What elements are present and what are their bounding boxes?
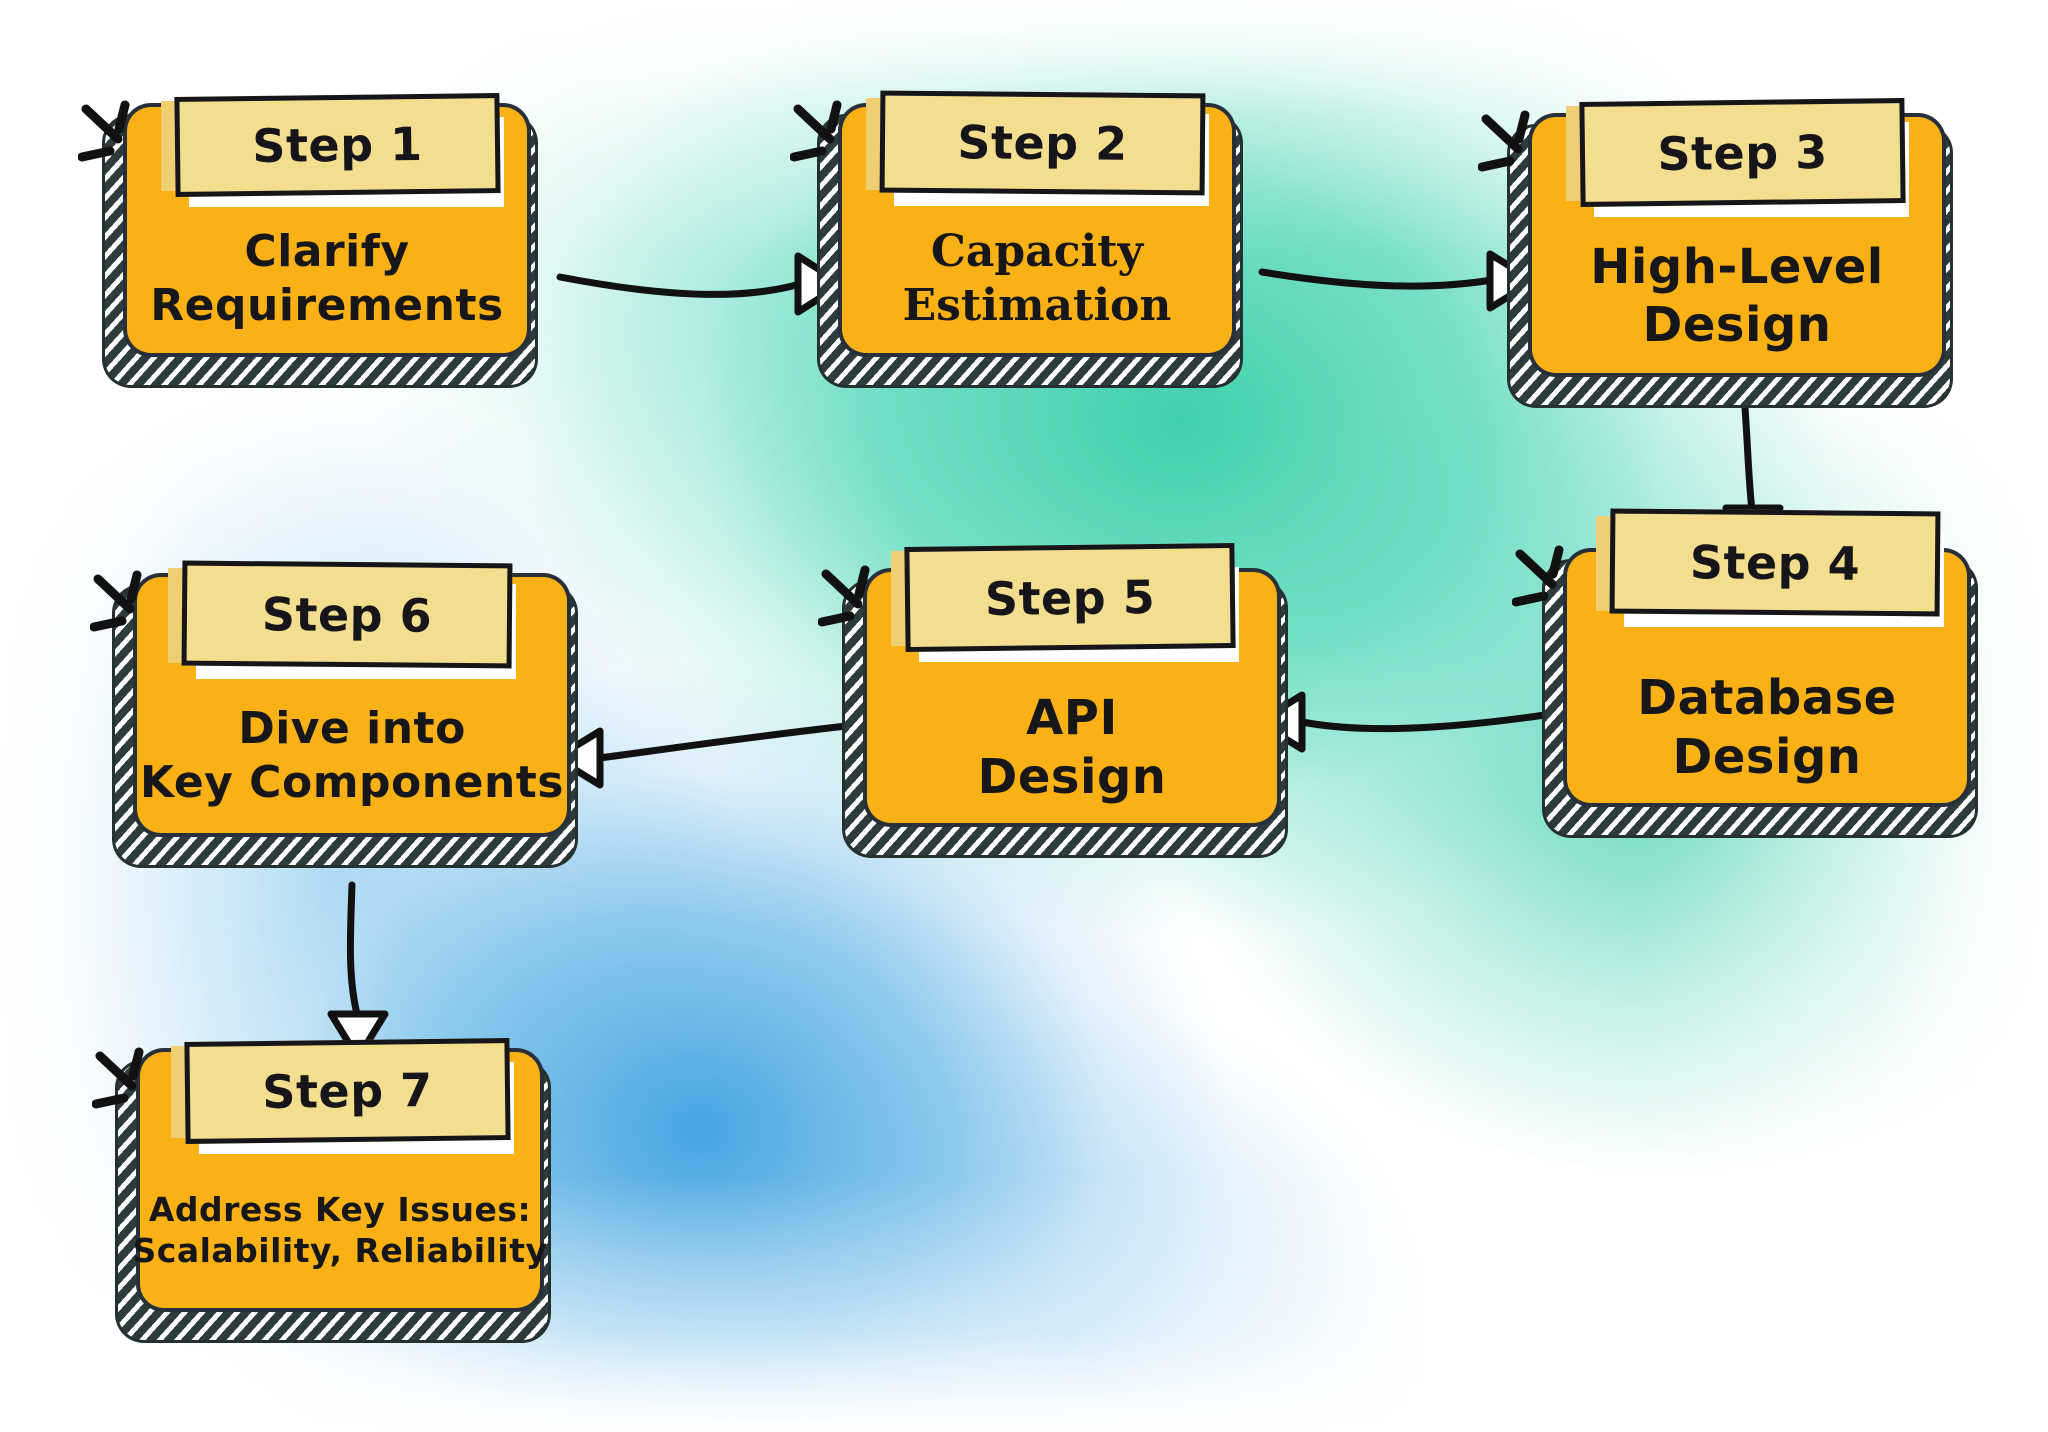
card-body-line: Design [1642, 297, 1832, 354]
card-body-line: Requirements [150, 280, 504, 332]
card-body-line: Design [977, 748, 1167, 805]
card-tab-label: Step 6 [261, 586, 433, 643]
edge-step1-step2 [556, 273, 804, 298]
edge-step6-step7 [346, 881, 362, 1022]
card-tab-step5[interactable]: Step 5 [904, 542, 1236, 653]
card-tab-step2[interactable]: Step 2 [879, 90, 1206, 196]
card-tab-label: Step 2 [957, 115, 1128, 171]
edge-step4-step5 [1298, 711, 1549, 733]
card-body-line: Design [1672, 728, 1862, 785]
card-body-line: Clarify [244, 226, 410, 278]
edge-step2-step3 [1258, 268, 1496, 290]
card-body-text: Address Key Issues:Scalability, Reliabil… [133, 1154, 548, 1308]
card-body-line: High-Level [1590, 238, 1884, 295]
card-tab-label: Step 3 [1657, 124, 1828, 181]
card-tab-label: Step 7 [262, 1062, 433, 1120]
card-body-line: Scalability, Reliability [132, 1231, 548, 1271]
card-tab-step6[interactable]: Step 6 [181, 560, 513, 669]
edge-step5-step6 [596, 721, 859, 762]
card-body-line: Database [1637, 670, 1897, 727]
card-body-line: Capacity [930, 226, 1144, 278]
card-tab-label: Step 1 [252, 116, 423, 174]
edge-step3-step4 [1741, 404, 1756, 516]
card-tab-label: Step 5 [984, 569, 1156, 626]
card-tab-label: Step 4 [1689, 534, 1861, 591]
card-tab-step3[interactable]: Step 3 [1579, 98, 1906, 207]
card-tab-step1[interactable]: Step 1 [174, 93, 501, 197]
card-tab-step7[interactable]: Step 7 [184, 1038, 511, 1144]
card-body-line: Dive into [238, 703, 466, 755]
card-body-line: Address Key Issues: [148, 1190, 532, 1230]
card-body-line: API [1026, 690, 1118, 747]
card-body-line: Key Components [140, 757, 564, 809]
card-body-line: Estimation [902, 280, 1172, 332]
card-tab-step4[interactable]: Step 4 [1609, 508, 1941, 617]
